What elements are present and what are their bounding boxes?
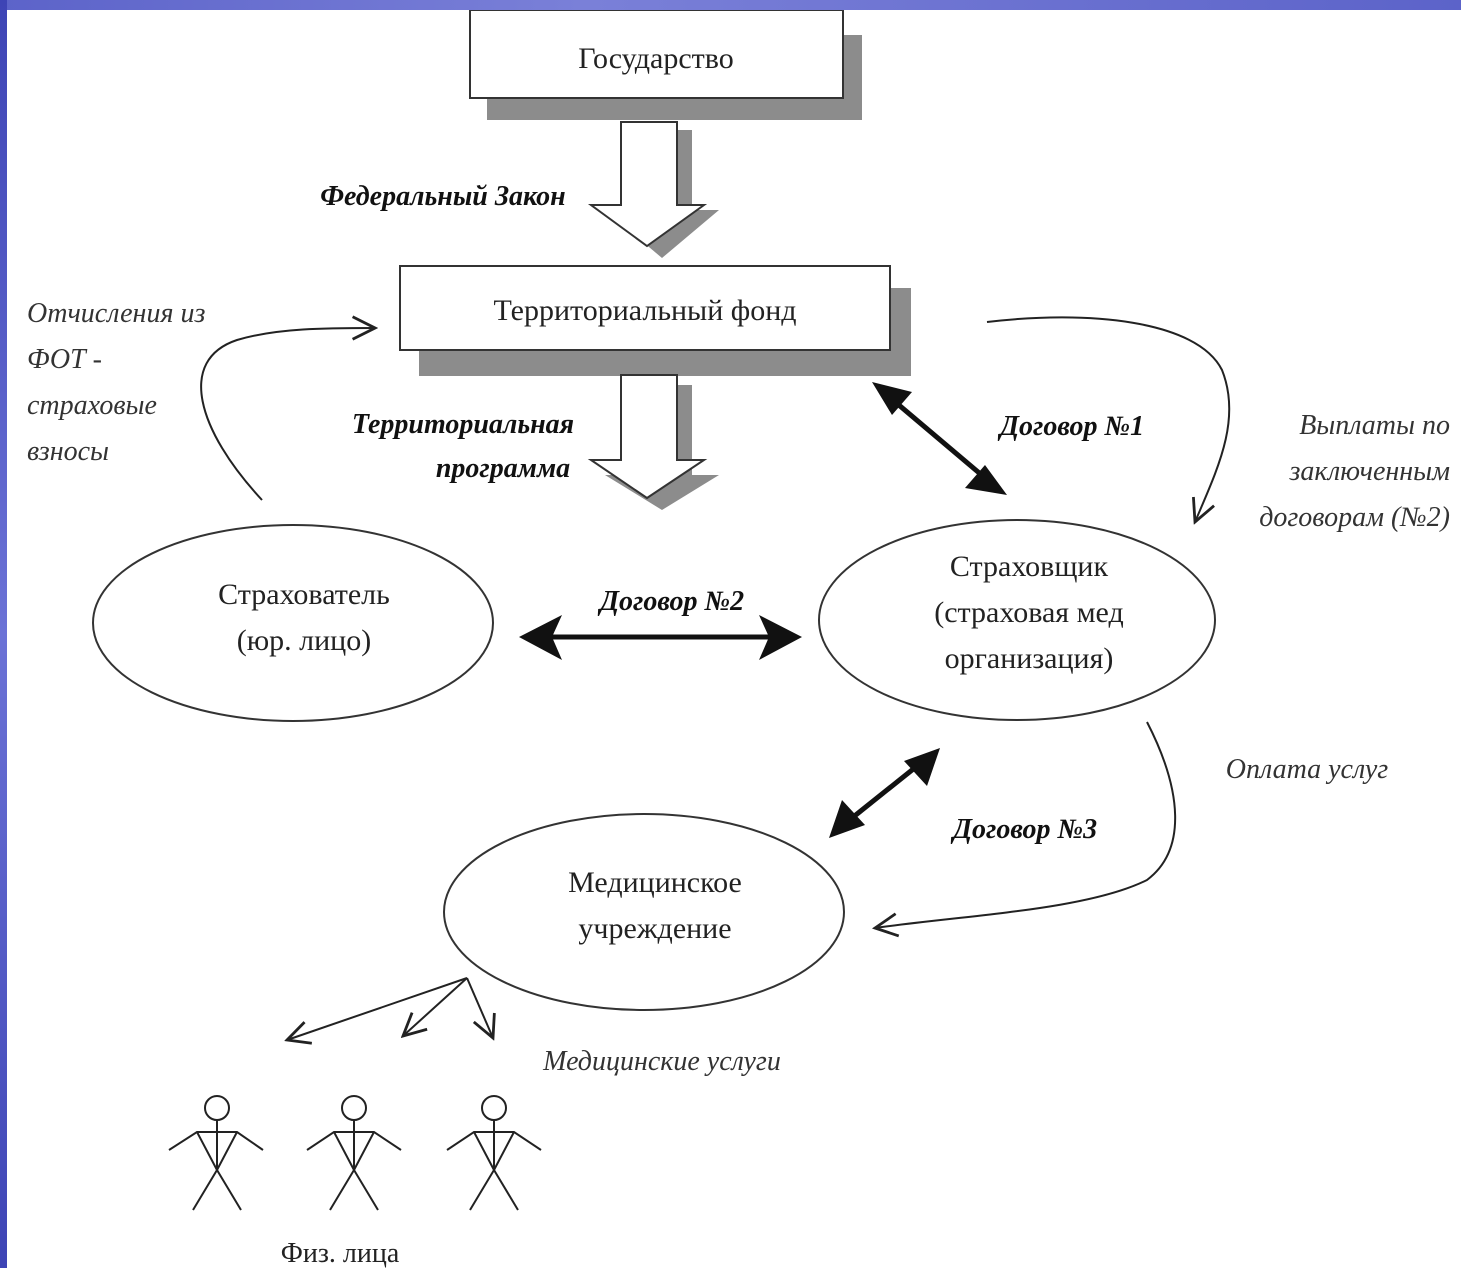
- territorial-program-block-arrow: [587, 374, 719, 510]
- contract2-label: Договор №2: [597, 586, 744, 617]
- payments-curve-arrow: [986, 316, 1231, 522]
- territorial-fund-box: Территориальный фонд: [399, 265, 911, 376]
- person-figure-3: [446, 1095, 542, 1211]
- medical-institution-node: Медицинское учреждение: [443, 813, 845, 1011]
- contract2-double-arrow: [519, 615, 802, 660]
- federal-law-label: Федеральный Закон: [320, 181, 565, 212]
- deductions-curve-arrow: [200, 328, 375, 501]
- territorial-program-label-line1: Территориальная: [352, 409, 574, 440]
- contract3-double-arrow: [829, 748, 940, 838]
- contract1-label: Договор №1: [997, 411, 1144, 442]
- territorial-fund-label: Территориальный фонд: [493, 294, 796, 327]
- insurer-label-line1: Страховщик: [950, 550, 1109, 583]
- territorial-program-label-line2: программа: [436, 453, 570, 484]
- deductions-label-line2: ФОТ -: [27, 344, 102, 375]
- individuals-label: Физ. лица: [281, 1238, 400, 1268]
- slide-frame-left: [0, 0, 7, 1268]
- medical-services-arrows: [287, 977, 493, 1040]
- insurance-flow-diagram: Государство Федеральный Закон Территориа…: [27, 10, 1450, 1268]
- deductions-label-line4: взносы: [27, 436, 109, 467]
- payments-label-line3: договорам (№2): [1259, 502, 1450, 533]
- policyholder-label-line1: Страхователь: [218, 578, 390, 611]
- person-figure-2: [306, 1095, 402, 1211]
- insurer-label-line2: (страховая мед: [934, 596, 1124, 629]
- medical-institution-label-line1: Медицинское: [568, 866, 742, 899]
- policyholder-node: Страхователь (юр. лицо): [92, 524, 494, 722]
- payment-services-label: Оплата услуг: [1226, 754, 1388, 785]
- insurer-node: Страховщик (страховая мед организация): [818, 519, 1216, 721]
- federal-law-block-arrow: [587, 121, 719, 258]
- deductions-label-line1: Отчисления из: [27, 298, 205, 329]
- medical-institution-label-line2: учреждение: [578, 912, 731, 945]
- policyholder-label-line2: (юр. лицо): [237, 624, 371, 657]
- payments-label-line2: заключенным: [1288, 456, 1450, 487]
- payments-label-line1: Выплаты по: [1299, 410, 1450, 441]
- deductions-label-line3: страховые: [27, 390, 157, 421]
- state-label: Государство: [578, 42, 733, 75]
- medical-services-label: Медицинские услуги: [542, 1046, 781, 1077]
- diagram-canvas: Государство Федеральный Закон Территориа…: [7, 10, 1461, 1268]
- insurer-label-line3: организация): [945, 642, 1114, 675]
- contract3-label: Договор №3: [950, 814, 1097, 845]
- person-figure-1: [168, 1095, 264, 1211]
- contract1-double-arrow: [872, 382, 1007, 495]
- state-box: Государство: [469, 10, 862, 120]
- payment-services-curve-arrow: [875, 721, 1177, 928]
